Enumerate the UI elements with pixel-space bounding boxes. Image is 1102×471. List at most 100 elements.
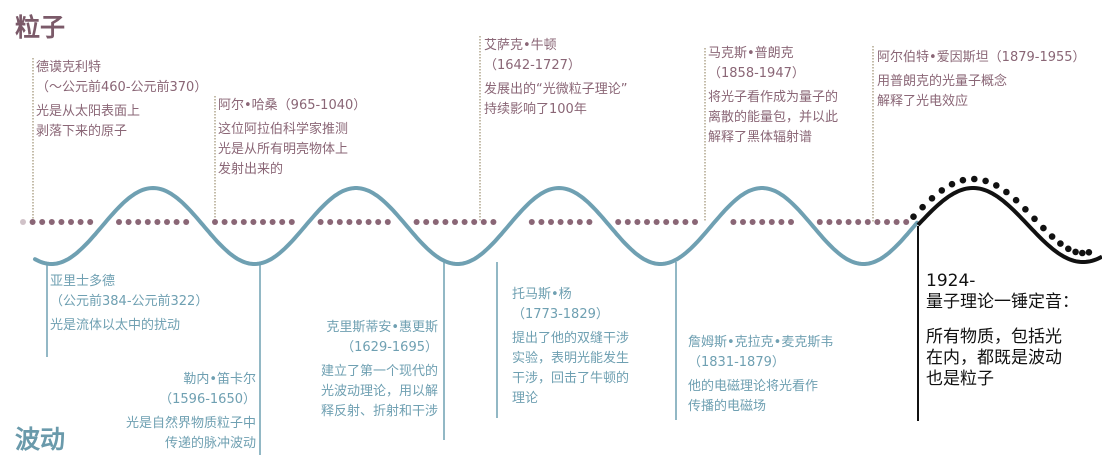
particle-dot — [144, 219, 151, 225]
wave-line — [33, 185, 919, 266]
particle-dot — [740, 219, 746, 225]
event-years: （1858-1947） — [708, 66, 805, 81]
particle-dot — [125, 219, 132, 225]
particle-dot — [423, 219, 430, 225]
particle-dot — [77, 219, 84, 225]
particle-dot — [644, 219, 650, 225]
event-desc: 建立了第一个现代的 — [320, 364, 438, 379]
particle-dot — [903, 219, 910, 225]
conclusion-desc: 在内，都既是波动 — [926, 348, 1062, 368]
event-name: 艾萨克•牛顿 — [484, 38, 557, 53]
particle-dot — [490, 219, 497, 225]
quantum-particle-dot — [1040, 224, 1047, 232]
particle-dot — [250, 219, 257, 225]
particle-dot — [730, 219, 737, 225]
event-name: 托马斯•杨 — [512, 287, 572, 302]
event-planck: 马克斯•普朗克 （1858-1947） 将光子看作成为量子的离散的能量包，并以此… — [708, 44, 838, 148]
event-aristotle: 亚里士多德 （公元前384-公元前322） 光是流体以太中的扰动 — [50, 272, 208, 336]
quantum-particle-dot — [1065, 245, 1072, 253]
particle-dot — [269, 219, 276, 225]
event-desc: 光是从所有明亮物体上 — [218, 142, 349, 157]
particle-dot — [39, 219, 46, 225]
particle-dot — [384, 219, 391, 225]
particle-dot — [461, 219, 468, 225]
event-desc: 光是流体以太中的扰动 — [50, 318, 181, 333]
particle-dot — [173, 219, 180, 225]
event-desc: 传播的电磁场 — [688, 399, 767, 414]
event-maxwell: 詹姆斯•克拉克•麦克斯韦 （1831-1879） 他的电磁理论将光看作传播的电磁… — [688, 333, 833, 417]
particle-dot — [279, 219, 286, 225]
particle-dot — [471, 219, 478, 225]
event-desc: 传递的脉冲波动 — [164, 436, 256, 451]
particle-dot — [836, 219, 842, 225]
particle-dot — [816, 219, 823, 225]
particle-dot — [240, 219, 247, 225]
particle-dot — [682, 219, 689, 225]
particle-dot — [154, 219, 161, 225]
particle-dot — [788, 219, 794, 225]
event-name: 德谟克利特 — [36, 60, 102, 75]
event-years: （1773-1829） — [512, 307, 609, 322]
event-desc: 释反射、折射和干涉 — [320, 404, 438, 419]
particle-dot — [480, 219, 487, 225]
event-desc: 提出了他的双缝干涉 — [512, 331, 630, 346]
event-descartes: 勒内•笛卡尔 （1596-1650） 光是自然界物质粒子中传递的脉冲波动 — [126, 370, 256, 454]
particle-dot — [874, 219, 881, 225]
event-years: （公元前384-公元前322） — [50, 294, 209, 309]
particle-dot — [893, 219, 900, 225]
particle-dot — [20, 219, 26, 225]
quantum-particle-dot — [1031, 215, 1038, 223]
particle-dot — [768, 219, 775, 225]
quantum-particle-dot — [910, 213, 917, 220]
event-years: （1831-1879） — [688, 355, 785, 370]
quantum-particle-dot — [1022, 206, 1029, 213]
event-name: 勒内•笛卡尔 — [183, 372, 256, 387]
particle-dot — [260, 219, 266, 225]
particle-dot — [375, 219, 382, 225]
event-desc: 实验，表明光能发生 — [512, 351, 630, 366]
particle-dot — [135, 219, 142, 225]
quantum-particle-dot — [919, 203, 926, 211]
event-years: （～公元前460-公元前370） — [36, 80, 208, 95]
event-desc: 这位阿拉伯科学家推测 — [218, 122, 349, 137]
event-desc: 剥落下来的原子 — [36, 124, 128, 139]
particle-dot — [58, 219, 65, 225]
event-years: （1596-1650） — [159, 392, 256, 407]
wave-title: 波动 — [15, 425, 66, 454]
particle-dot — [452, 219, 458, 225]
event-name: 阿尔伯特•爱因斯坦（1879-1955） — [877, 50, 1086, 65]
particle-dot — [442, 219, 449, 225]
particle-title: 粒子 — [15, 13, 66, 42]
particle-dot — [164, 219, 170, 225]
particle-dot — [336, 219, 343, 225]
particle-dot — [624, 219, 631, 225]
particle-dot — [221, 219, 228, 225]
quantum-particle-dot — [1072, 248, 1079, 256]
particle-dot — [87, 219, 94, 225]
particle-dot — [231, 219, 238, 225]
quantum-particle-dot — [928, 195, 936, 202]
event-desc: 光是自然界物质粒子中 — [125, 416, 256, 431]
event-alhazen: 阿尔•哈桑（965-1040） 这位阿拉伯科学家推测光是从所有明亮物体上发射出来… — [218, 96, 366, 180]
particle-dot — [672, 219, 679, 225]
event-desc: 持续影响了100年 — [484, 102, 587, 117]
event-desc: 光波动理论，用以解 — [320, 384, 438, 399]
event-desc: 干涉，回击了牛顿的 — [512, 371, 630, 386]
particle-dot — [356, 219, 362, 225]
event-name: 詹姆斯•克拉克•麦克斯韦 — [688, 335, 834, 350]
event-desc: 光是从太阳表面上 — [36, 104, 141, 119]
particle-dot — [413, 219, 420, 225]
conclusion-year: 1924- — [926, 271, 976, 291]
particle-dot — [864, 219, 871, 225]
event-name: 阿尔•哈桑（965-1040） — [218, 98, 367, 113]
quantum-particle-dot — [1085, 249, 1093, 256]
particle-dot — [183, 219, 190, 225]
particle-dot — [557, 219, 564, 225]
particle-dot — [365, 219, 372, 225]
particle-dot — [586, 219, 593, 225]
event-years: （1629-1695） — [341, 340, 438, 355]
event-desc: 理论 — [512, 391, 539, 406]
particle-dot — [845, 219, 852, 225]
event-desc: 用普朗克的光量子概念 — [877, 74, 1008, 89]
